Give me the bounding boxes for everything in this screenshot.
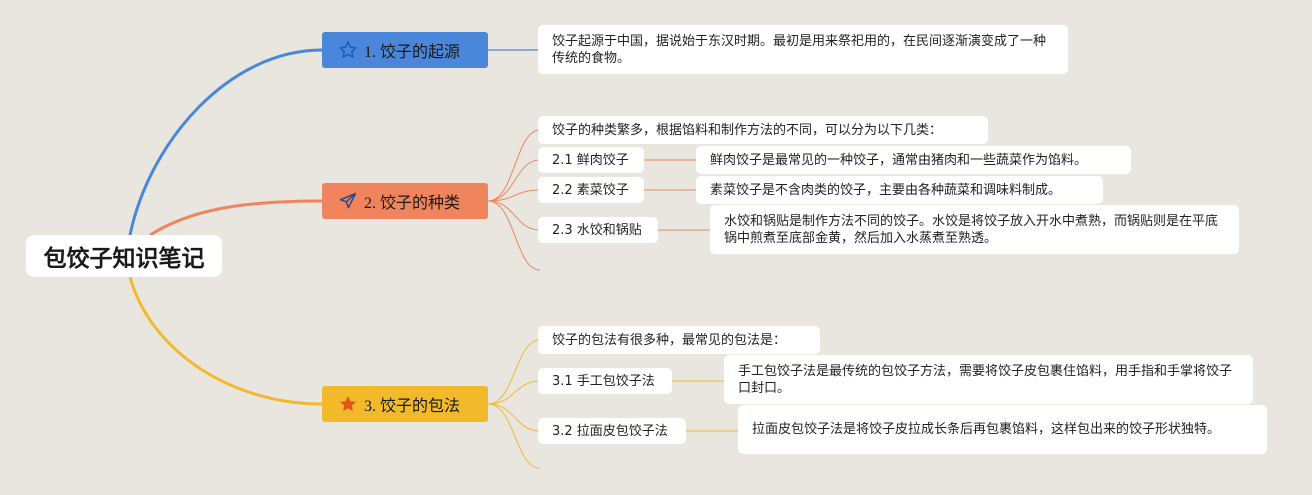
types-item-veg[interactable]: 2.2 素菜饺子 [538,177,644,203]
wrapping-item-pulled-label: 3.2 拉面皮包饺子法 [552,423,668,439]
wrapping-detail-pulled[interactable]: 拉面皮包饺子法是将饺子皮拉成长条后再包裹馅料，这样包出来的饺子形状独特。 [738,405,1267,454]
types-detail-boiled-fried[interactable]: 水饺和锅贴是制作方法不同的饺子。水饺是将饺子放入开水中煮熟，而锅贴则是在平底锅中… [710,205,1239,254]
paper-plane-icon [338,191,358,211]
wrapping-intro[interactable]: 饺子的包法有很多种，最常见的包法是： [538,326,820,354]
branch-wrapping-label: 3. 饺子的包法 [364,398,461,415]
connector-branch2-intro [487,129,541,202]
connector-branch2-end [487,200,541,271]
wrapping-item-hand-label: 3.1 手工包饺子法 [552,373,655,389]
types-intro-text: 饺子的种类繁多，根据馅料和制作方法的不同，可以分为以下几类： [552,122,943,138]
types-item-boiled-fried[interactable]: 2.3 水饺和锅贴 [538,217,658,243]
types-detail-veg-text: 素菜饺子是不含肉类的饺子，主要由各种蔬菜和调味料制成。 [710,182,1062,198]
wrapping-intro-text: 饺子的包法有很多种，最常见的包法是： [552,332,787,348]
connector-branch2-item2 [487,189,541,202]
root-topic[interactable]: 包饺子知识笔记 [26,235,222,277]
star-outline-icon [338,40,358,60]
types-detail-boiled-fried-text: 水饺和锅贴是制作方法不同的饺子。水饺是将饺子放入开水中煮熟，而锅贴则是在平底锅中… [724,213,1219,246]
types-intro[interactable]: 饺子的种类繁多，根据馅料和制作方法的不同，可以分为以下几类： [538,116,988,144]
types-item-meat-label: 2.1 鲜肉饺子 [552,152,629,168]
types-detail-veg[interactable]: 素菜饺子是不含肉类的饺子，主要由各种蔬菜和调味料制成。 [696,176,1103,204]
wrapping-detail-hand[interactable]: 手工包饺子法是最传统的包饺子方法，需要将饺子皮包裹住馅料，用手指和手掌将饺子口封… [724,355,1253,404]
branch-origin[interactable]: 1. 饺子的起源 [322,32,488,68]
types-detail-meat[interactable]: 鲜肉饺子是最常见的一种饺子，通常由猪肉和一些蔬菜作为馅料。 [696,146,1131,174]
types-item-veg-label: 2.2 素菜饺子 [552,182,629,198]
connector-branch3-intro [487,339,541,405]
types-item-boiled-fried-label: 2.3 水饺和锅贴 [552,222,642,238]
wrapping-detail-hand-text: 手工包饺子法是最传统的包饺子方法，需要将饺子皮包裹住馅料，用手指和手掌将饺子口封… [738,363,1233,396]
origin-note[interactable]: 饺子起源于中国，据说始于东汉时期。最初是用来祭祀用的，在民间逐渐演变成了一种传统… [538,25,1068,74]
branch-types-label: 2. 饺子的种类 [364,195,461,212]
origin-note-text: 饺子起源于中国，据说始于东汉时期。最初是用来祭祀用的，在民间逐渐演变成了一种传统… [552,33,1047,66]
branch-wrapping[interactable]: 3. 饺子的包法 [322,386,488,422]
types-item-meat[interactable]: 2.1 鲜肉饺子 [538,147,644,173]
wrapping-item-hand[interactable]: 3.1 手工包饺子法 [538,368,672,394]
star-filled-icon [338,394,358,414]
types-detail-meat-text: 鲜肉饺子是最常见的一种饺子，通常由猪肉和一些蔬菜作为馅料。 [710,152,1088,168]
connector-branch3-item2 [487,403,541,432]
connector-branch3-end [487,403,541,469]
branch-origin-label: 1. 饺子的起源 [364,44,461,61]
branch-types[interactable]: 2. 饺子的种类 [322,183,488,219]
connector-branch2-item3 [487,200,541,231]
connector-branch2-item1 [487,159,541,202]
wrapping-item-pulled[interactable]: 3.2 拉面皮包饺子法 [538,418,686,444]
connector-branch3-item1 [487,380,541,405]
connector-root-branch2 [149,199,323,237]
connector-root-branch1 [128,48,323,236]
connector-root-branch3 [128,276,323,406]
wrapping-detail-pulled-text: 拉面皮包饺子法是将饺子皮拉成长条后再包裹馅料，这样包出来的饺子形状独特。 [752,422,1221,437]
